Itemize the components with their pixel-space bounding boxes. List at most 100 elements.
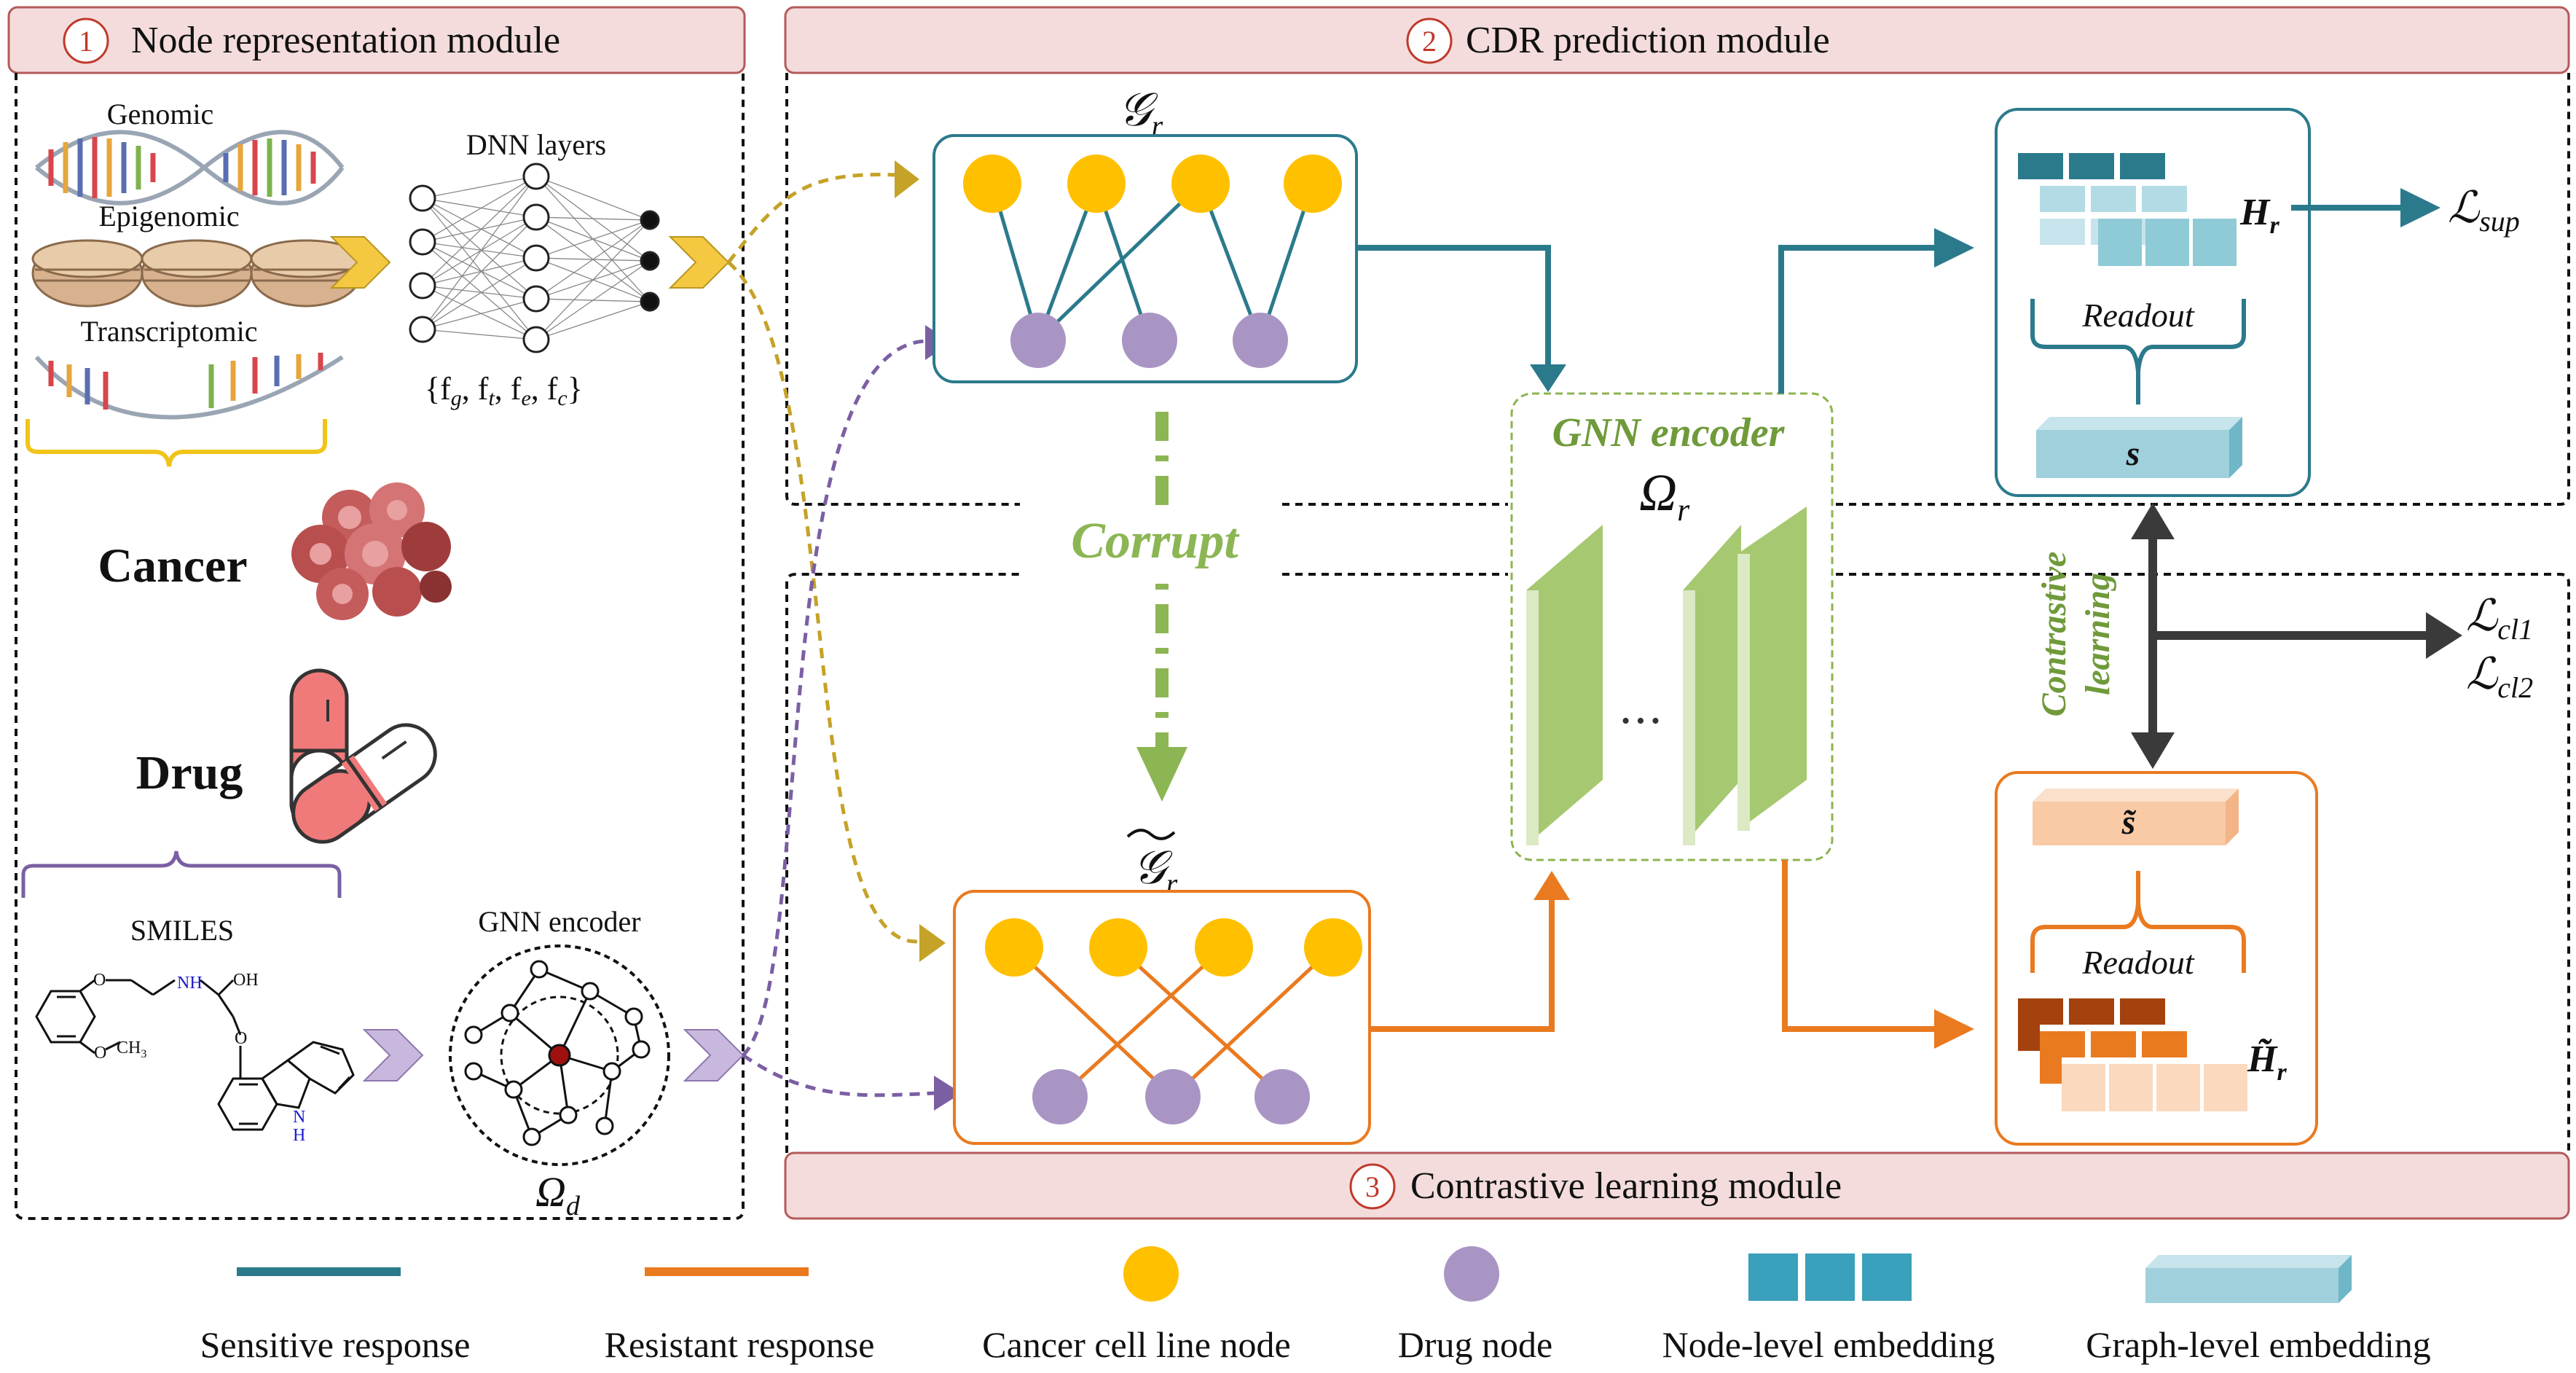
g-r-tilde-to-gnn-arrow [1370,896,1555,1032]
mol-label-ch3-sub: 3 [141,1048,146,1060]
dnn-neuron [522,326,550,353]
features-open: {f [425,371,451,407]
dnn-edge [422,216,537,330]
genomic-dna-image [35,130,345,206]
features-sub-t: t [488,386,495,410]
module-1-header: 1 Node representation module [7,6,746,74]
dnn-neuron [522,203,550,231]
legend: Sensitive response Resistant response Ca… [200,1246,2431,1365]
corrupt-label-bg [1027,506,1282,576]
g-r-tilde-cancer-node [1089,918,1147,977]
mol-label-h: H [293,1126,305,1145]
g-r-drug-nodes [1010,313,1288,368]
bottom-readout-bracket [2030,871,2246,973]
l-cl2-subscript: cl2 [2497,671,2533,704]
dnn-edge [422,197,537,218]
g-r-cancer-node [1171,154,1230,213]
mol-label-ch3-text: CH [117,1038,141,1057]
l-sup-subscript: sup [2479,205,2520,238]
drug-feature-to-g-r-tilde-arrowhead [934,1076,962,1111]
contrastive-arrowhead-up [2131,503,2175,539]
l-sup-label: ℒsup [2448,184,2520,238]
mol-label-o3: O [235,1029,247,1048]
h-r-subscript: r [2269,212,2279,239]
module-3-title: Contrastive learning module [1410,1165,1842,1207]
g-r-tilde-cancer-nodes [985,918,1362,977]
transcriptomic-rna-image [34,353,344,420]
drug-pill-icon [289,668,437,844]
module-3-header: 3 Contrastive learning module [784,1151,2570,1220]
legend-sensitive-label: Sensitive response [200,1324,471,1365]
h-r-tilde-label: H̃r [2247,1038,2287,1086]
s-tilde-label: s̃ [2121,803,2137,842]
module-2-number-circle [1406,17,1453,64]
features-sub-c: c [557,386,567,410]
legend-node-embedding-swatch [1748,1253,1912,1301]
h-r-symbol: H [2239,192,2271,233]
l-cl1-symbol: ℒ [2466,592,2499,640]
learning-label: learning [2078,573,2117,695]
omics-to-dnn-chevron [329,236,391,289]
dnn-neuron [522,285,550,313]
legend-graph-embedding-swatch [2145,1255,2352,1303]
dnn-network-graphic [409,163,660,353]
mol-label-oh: OH [233,971,259,990]
dnn-edge [422,298,537,330]
gnn-layer [1737,506,1807,831]
module-3-border [785,573,2570,1153]
s-tilde-graph-embedding [2033,789,2239,845]
dnn-edge [535,260,651,340]
module-3-number: 3 [1365,1170,1380,1203]
dnn-edge [422,197,537,259]
drug-feature-to-g-r-tilde-connector [742,1053,935,1098]
dnn-neuron [409,316,436,343]
drug-label: Drug [136,746,243,799]
cancer-feature-to-g-r-tilde-arrowhead [919,924,946,962]
smiles-to-gnn-chevron [362,1029,424,1081]
drug-gnn-encoder-label: GNN encoder [478,905,640,938]
transcriptomic-label: Transcriptomic [81,315,258,348]
dnn-edge [422,241,537,340]
dnn-edge [422,241,537,259]
features-comma-1: , f [462,371,489,407]
module-1-title: Node representation module [131,20,560,61]
gnn-encoder-layers: • • • [1526,506,1807,845]
l-cl1-label: ℒcl1 [2466,592,2533,646]
l-cl1-subscript: cl1 [2497,613,2533,646]
g-r-tilde-drug-node [1145,1069,1201,1124]
h-r-to-l-sup-arrowhead [2400,188,2440,227]
features-comma-3: , f [531,371,558,407]
g-r-tilde-drug-node [1032,1069,1088,1124]
mol-label-o2: O [94,1044,106,1063]
dnn-neuron [640,292,660,312]
drug-gnn-encoder-graphic [449,944,670,1166]
mol-label-ch3: CH3 [117,1038,146,1060]
contrastive-to-loss-arrowhead [2426,612,2462,659]
dnn-edge [535,176,651,221]
legend-drug-node-swatch [1444,1246,1499,1302]
features-label: {fg, ft, fe, fc} [425,371,583,410]
omega-r-symbol: Ω [1639,463,1677,522]
dnn-neuron [409,184,436,212]
omega-d-symbol: Ω [535,1168,566,1216]
dnn-edge [535,219,651,259]
dnn-edge [535,219,651,300]
dnn-edge [422,197,537,300]
legend-cancer-node-label: Cancer cell line node [982,1324,1290,1365]
g-r-tilde-drug-node [1254,1069,1310,1124]
g-r-drug-node [1122,313,1177,368]
omega-r-label: Ωr [1639,463,1690,528]
omics-bracket [25,419,327,467]
l-sup-symbol: ℒ [2448,184,2481,232]
drug-feature-to-g-r-connector [742,339,926,1057]
features-comma-2: , f [495,371,522,407]
dnn-edge [422,216,537,286]
smiles-label: SMILES [130,914,234,947]
mol-label-n: N [293,1108,305,1127]
dnn-edge [422,329,537,340]
contrastive-arrowhead-down [2131,732,2175,769]
gnn-output-chevron [683,1029,745,1081]
g-r-cancer-node [1284,154,1342,213]
cancer-feature-to-g-r-tilde-connector [727,261,919,944]
